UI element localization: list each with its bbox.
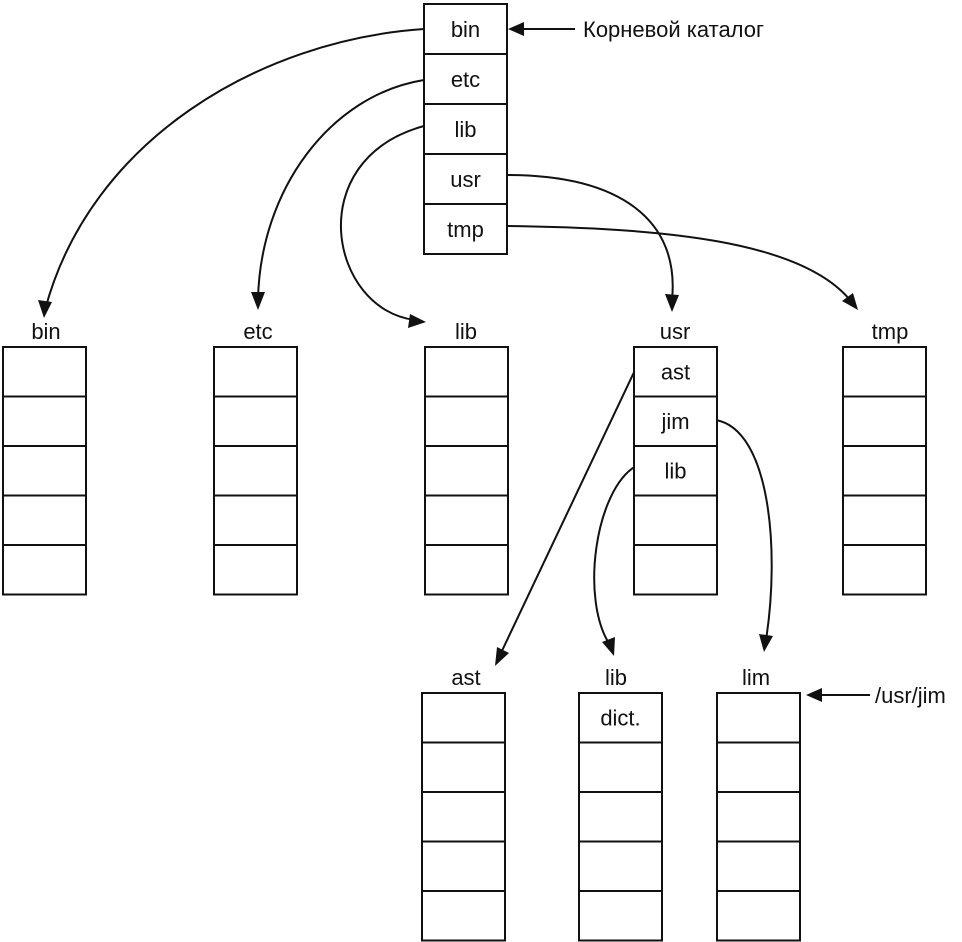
directory-usr-lib-cell [578, 840, 663, 892]
arrowhead-usr-jim [759, 634, 773, 652]
arrowhead-usr-ast [495, 647, 509, 666]
directory-usr-jim-cell [716, 692, 801, 744]
directory-usr-jim: lim [716, 665, 801, 942]
link-usr-ast [499, 367, 637, 656]
arrowhead-etc [251, 292, 265, 310]
root-directory-entry: usr [450, 167, 481, 192]
directory-tmp-cell [842, 445, 927, 497]
link-usr-jim [715, 419, 773, 641]
directory-usr-lib-cell [578, 741, 663, 793]
link-usr-lib [593, 465, 637, 646]
directory-bin-cell [2, 494, 87, 546]
link-root-tmp [506, 225, 851, 301]
directory-usr-lib-cell [578, 791, 663, 843]
directory-lib: lib [424, 319, 509, 596]
directory-tmp-cell [842, 346, 927, 398]
directory-title: bin [31, 319, 60, 344]
directory-usr-ast-cell [421, 692, 506, 744]
directory-bin-cell [2, 395, 87, 447]
directory-usr-ast-cell [421, 741, 506, 793]
directory-usr: usr ast jim lib [633, 319, 718, 596]
subdirectory-tables: bin etc lib usr ast jim lib tmp ast lib dict. lim [2, 319, 927, 942]
directory-lib-cell [424, 544, 509, 596]
directory-etc-cell [213, 494, 298, 546]
directory-bin: bin [2, 319, 87, 596]
link-root-usr [506, 174, 674, 301]
directory-usr-lib-cell [578, 890, 663, 942]
arrowhead-tmp [842, 293, 858, 310]
directory-usr-ast-cell [421, 840, 506, 892]
link-root-etc [257, 79, 425, 301]
directory-usr-jim-cell [716, 741, 801, 793]
directory-usr-jim-cell [716, 890, 801, 942]
root-directory-cell [423, 53, 508, 105]
directory-tmp-cell [842, 395, 927, 447]
directory-title: ast [451, 665, 480, 690]
root-annotation-arrowhead [508, 22, 524, 36]
directory-usr-entry: ast [661, 360, 690, 385]
directory-etc-cell [213, 544, 298, 596]
arrowhead-usr [665, 294, 679, 312]
directory-title: etc [243, 319, 272, 344]
directory-lib-cell [424, 346, 509, 398]
root-directory-entry: etc [451, 67, 480, 92]
root-directory-entry: lib [454, 117, 476, 142]
directory-usr-ast-cell [421, 890, 506, 942]
directory-title: usr [660, 319, 691, 344]
directory-title: lib [605, 665, 627, 690]
root-directory-entry: bin [451, 17, 480, 42]
directory-usr-lib-entry: dict. [600, 706, 640, 731]
directory-tmp-cell [842, 494, 927, 546]
root-directory-table: bin etc lib usr tmp [423, 3, 508, 255]
directory-tmp-cell [842, 544, 927, 596]
directory-etc-cell [213, 346, 298, 398]
root-directory-cell [423, 203, 508, 255]
directory-title: tmp [872, 319, 909, 344]
directory-lib-cell [424, 395, 509, 447]
directory-usr-cell [633, 494, 718, 546]
directory-usr-cell [633, 544, 718, 596]
directory-etc: etc [213, 319, 298, 596]
directory-usr-jim-cell [716, 840, 801, 892]
directory-lib-cell [424, 494, 509, 546]
directory-bin-cell [2, 346, 87, 398]
root-annotation: Корневой каталог [583, 17, 764, 42]
directory-tmp: tmp [842, 319, 927, 596]
directory-usr-ast: ast [421, 665, 506, 942]
directory-etc-cell [213, 395, 298, 447]
directory-title: lim [742, 665, 770, 690]
links [38, 22, 870, 702]
root-directory-entry: tmp [447, 217, 484, 242]
link-root-bin [44, 28, 425, 311]
arrowhead-usr-lib [602, 637, 615, 656]
directory-usr-cell [633, 395, 718, 447]
directory-usr-cell [633, 445, 718, 497]
directory-usr-entry: lib [664, 459, 686, 484]
directory-usr-lib: lib dict. [578, 665, 663, 942]
arrowhead-lib [408, 314, 426, 328]
directory-bin-cell [2, 445, 87, 497]
jim-path-annotation: /usr/jim [875, 683, 946, 708]
jim-annotation-arrowhead [806, 688, 822, 702]
directory-usr-jim-cell [716, 791, 801, 843]
directory-etc-cell [213, 445, 298, 497]
link-root-lib [340, 125, 425, 321]
directory-lib-cell [424, 445, 509, 497]
arrowhead-bin [38, 300, 52, 318]
directory-usr-entry: jim [660, 409, 689, 434]
directory-usr-ast-cell [421, 791, 506, 843]
directory-title: lib [455, 319, 477, 344]
directory-bin-cell [2, 544, 87, 596]
